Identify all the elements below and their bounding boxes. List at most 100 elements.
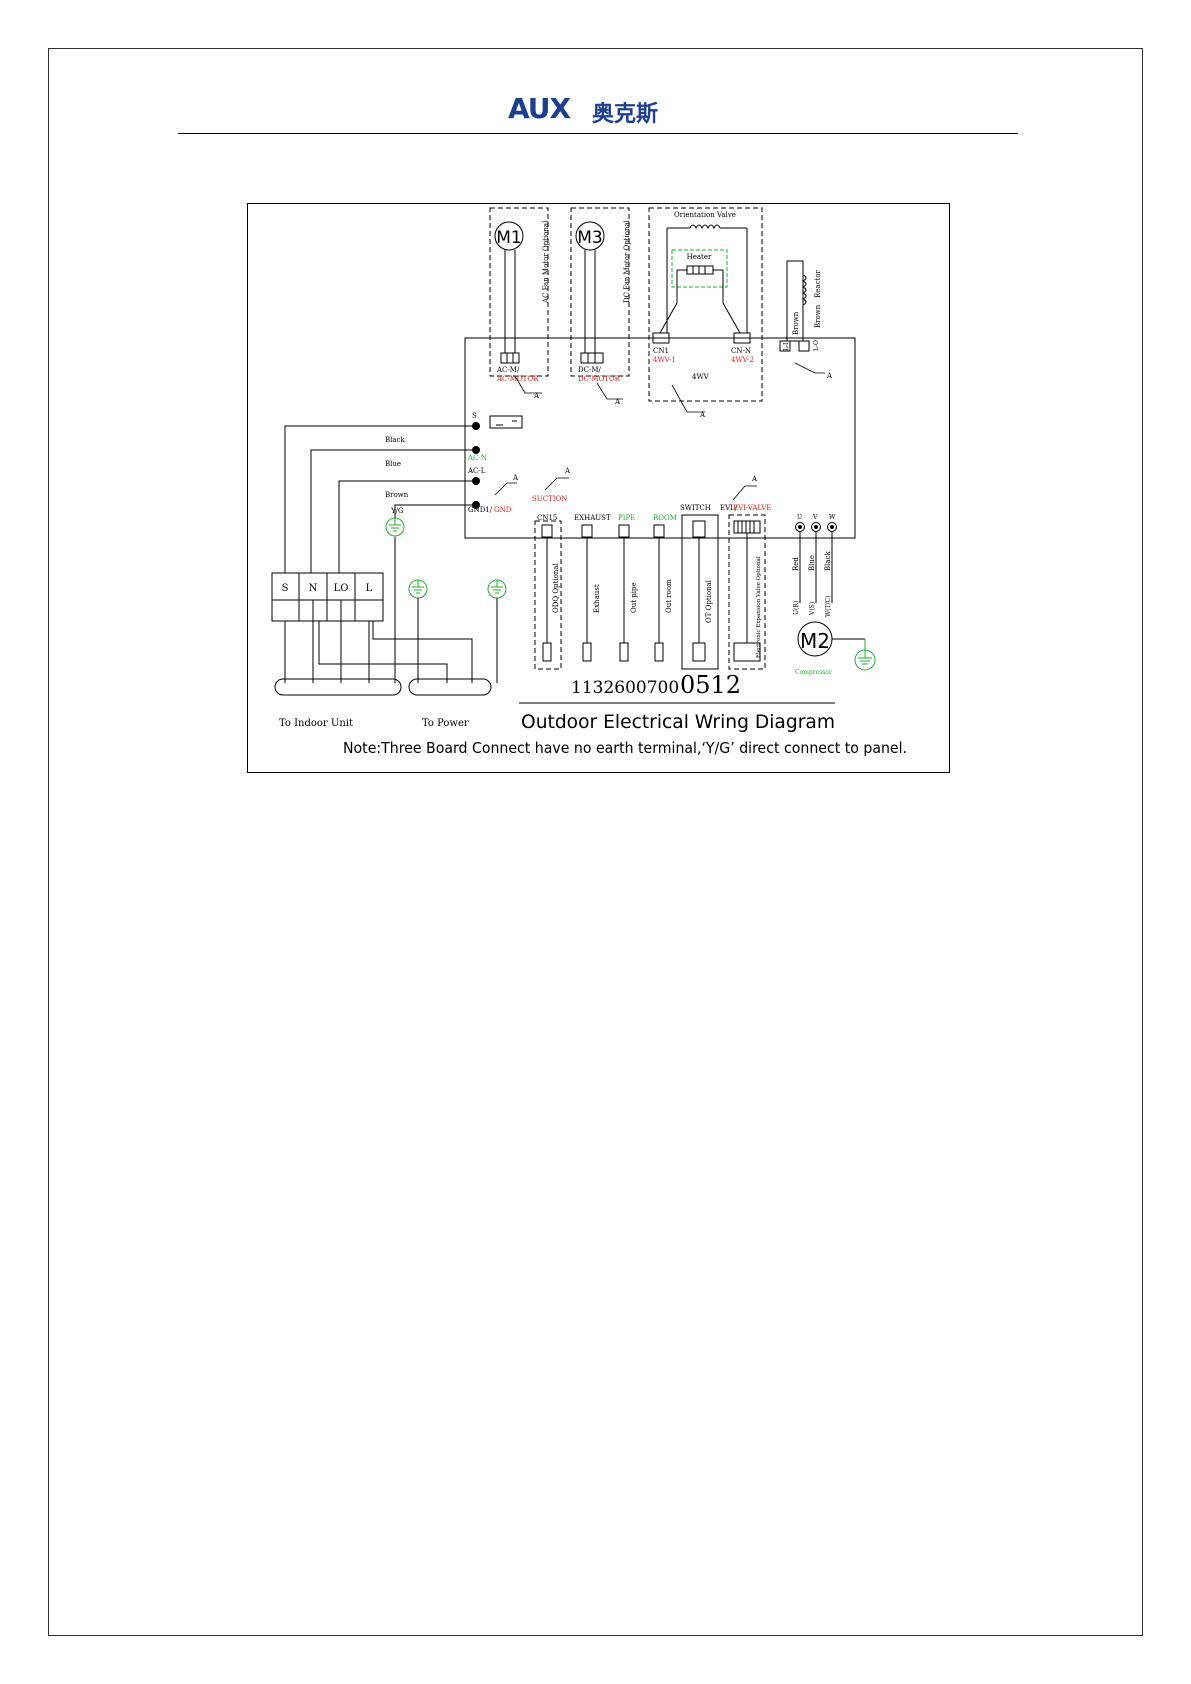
heater-dashed-box [671,249,728,288]
dcm-connector [580,352,604,364]
acm-connector [500,352,520,364]
ot-box [681,514,719,670]
valve-title: Orientation Valve [674,211,736,219]
odq-dashed-box [534,520,562,670]
to-power-label: To Power [422,718,469,729]
ground-icon-3 [487,579,507,599]
reactor-box [786,260,804,342]
switch-label: SWITCH [680,504,711,512]
m1-text: AC Fan Motor Optional [542,220,550,304]
w-label: W [829,514,836,521]
a-mark-2: A [614,398,621,406]
ground-icon-1 [385,517,405,537]
terminal-lo: LO [334,583,349,594]
diagram-note: Note:Three Board Connect have no earth t… [343,739,907,757]
acl-label: AC-L [467,467,486,475]
wiring-diagram: M1 AC Fan Motor Optional AC-M/ AC-MOTOR … [247,203,950,773]
m3-label: M3 [577,228,602,248]
exhaust-sensor-label: Exhaust [593,584,601,613]
heater-label: Heater [687,253,712,261]
evl-label: EVL/ [720,504,738,512]
cn1-connector [652,332,670,344]
diagram-title: Outdoor Electrical Wring Diagram [521,711,835,733]
drawing-code-b: 0512 [680,671,741,699]
cnn-connector [733,332,751,344]
v-label: V [812,514,818,521]
acn-label: AC-N [467,454,487,462]
vs-label: V(S) [809,602,816,616]
a-mark-5: A [512,474,519,482]
a-mark-4: A [826,372,833,380]
suction-label: SUCTION [532,495,567,503]
m2-text: Compressor [795,669,832,676]
l0-label: L-O [813,340,820,351]
page-header: AUX 奥克斯 [0,92,1191,132]
ot-label: OT Optional [705,579,713,623]
a-mark-1: A [533,392,540,400]
black-wire-label: Black [385,436,405,444]
m2-label: M2 [800,629,830,653]
acm-red-label: AC-MOTOR [496,375,539,383]
dcm-red-label: DC-MOTOR [578,375,621,383]
diagram-frame [247,203,950,773]
gnd-label: GND1/ [468,506,493,514]
reactor-brown2: Brown [814,304,822,328]
power-cable [408,678,492,696]
terminal-s: S [282,583,289,594]
acn-terminal [472,446,480,454]
outpipe-label: Out pipe [630,582,638,613]
valve-dashed-box [648,207,763,402]
indoor-cable [274,678,402,696]
reactor-brown1: Brown [792,311,800,335]
m1-motor-icon [494,221,524,251]
board-component [489,415,523,429]
l0-connector [798,340,810,352]
yg-wire-label: Y/G [390,507,404,515]
blue-wire-label: Blue [385,460,401,468]
red-wire-label: Red [792,557,800,571]
heater-icon [686,265,714,275]
black-wire2-label: Black [824,551,832,571]
gnd-red-label: GND [494,506,512,514]
a-mark-7: A [751,475,758,483]
page-border [48,48,1143,1636]
outroom-label: Out room [665,579,673,613]
ground-icon-4 [854,639,876,671]
a-mark-6: A [564,467,571,475]
s-terminal [472,422,480,430]
m3-dashed-box [570,207,630,377]
m3-motor-icon [575,221,605,251]
odq-label: ODQ Optional [552,563,560,613]
gnd-terminal [472,501,480,509]
evl-red-label: EVI-VALVE [733,504,771,512]
brown-wire-label: Brown [385,491,409,499]
main-board [464,337,856,539]
cnn-red-label: 4WV-2 [731,356,754,364]
black-wire [284,425,472,573]
reactor-label: Reactor [814,269,822,298]
cn1-red-label: 4WV-1 [653,356,676,364]
u-label: U [797,514,802,521]
ur-label: U(R) [793,601,800,615]
l1-connector [779,340,791,352]
s-label: S [472,412,477,420]
brand-logo: AUX [508,92,571,125]
m1-label: M1 [496,228,521,248]
eev-label: Electronic Expansion Valve Optional [756,556,762,658]
brown-wire [338,480,472,573]
m3-text: DC Fan Motor Optional [623,219,631,303]
blue-wire2-label: Blue [808,555,816,571]
terminal-l: L [366,583,373,594]
cn1-label: CN1 [653,347,669,355]
acl-terminal [472,477,480,485]
exhaust-label: EXHAUST [574,514,611,522]
dcm-label: DC-M/ [578,366,602,374]
cnn-label: CN-N [731,347,751,355]
drawing-code-a: 1132600700 [571,678,679,698]
to-indoor-label: To Indoor Unit [279,718,353,729]
m1-dashed-box [489,207,549,377]
terminal-n: N [309,583,318,594]
brand-logo-cn: 奥克斯 [592,102,659,127]
l1-label: L-I [783,342,790,351]
fwv-label: 4WV [692,373,710,381]
